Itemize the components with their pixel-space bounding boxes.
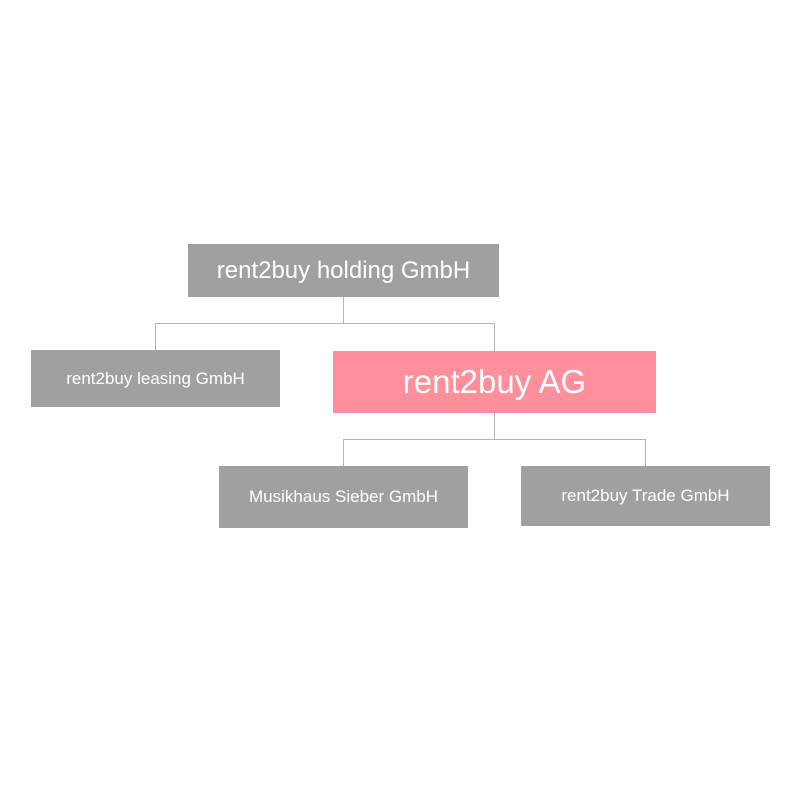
connector-line [343, 297, 344, 323]
connector-line [645, 439, 646, 466]
connector-line [155, 323, 495, 324]
node-leasing: rent2buy leasing GmbH [31, 350, 280, 407]
connector-line [343, 439, 344, 466]
node-label: rent2buy Trade GmbH [561, 486, 730, 505]
node-holding: rent2buy holding GmbH [188, 244, 499, 297]
node-label: rent2buy holding GmbH [216, 256, 471, 284]
connector-line [494, 413, 495, 439]
connector-line [494, 323, 495, 351]
node-trade: rent2buy Trade GmbH [521, 466, 770, 526]
node-label: rent2buy AG [402, 363, 587, 400]
node-label: Musikhaus Sieber GmbH [249, 487, 438, 506]
node-musikhaus: Musikhaus Sieber GmbH [219, 466, 468, 528]
connector-line [155, 323, 156, 350]
node-ag: rent2buy AG [333, 351, 656, 413]
connector-line [343, 439, 646, 440]
node-label: rent2buy leasing GmbH [66, 368, 245, 388]
